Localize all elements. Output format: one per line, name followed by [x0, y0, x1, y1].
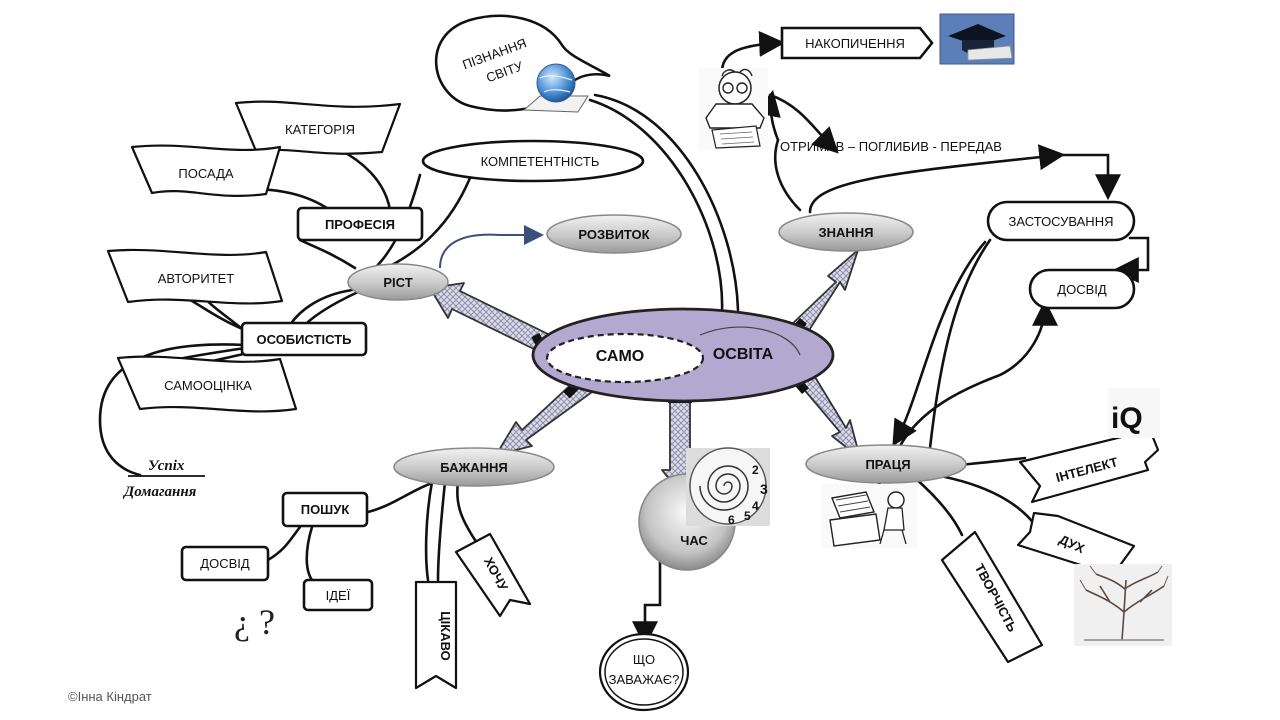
node-rozvytok[interactable]: РОЗВИТОК [546, 214, 682, 254]
svg-text:5: 5 [744, 509, 751, 523]
flag-avtorytet[interactable]: АВТОРИТЕТ [106, 248, 284, 305]
box-zastosuvannia-label: ЗАСТОСУВАННЯ [1009, 214, 1114, 229]
shcho-zavazhaie[interactable]: ЩО ЗАВАЖАЄ? [598, 632, 690, 712]
svg-text:3: 3 [760, 481, 768, 497]
arrow-to-rist [429, 282, 549, 353]
node-bazhannia-label: БАЖАННЯ [440, 460, 508, 475]
node-rozvytok-label: РОЗВИТОК [578, 227, 649, 242]
node-znannia[interactable]: ЗНАННЯ [778, 212, 914, 252]
svg-text:2: 2 [752, 463, 759, 477]
domahannia-label: Домагання [122, 484, 197, 500]
box-dosvid-right[interactable]: ДОСВІД [1028, 268, 1136, 310]
workers-machine-icon [822, 484, 918, 548]
shcho-line2: ЗАВАЖАЄ? [609, 672, 680, 687]
flag-posada[interactable]: ПОСАДА [130, 144, 282, 198]
box-nakopychennia-label: НАКОПИЧЕННЯ [805, 36, 905, 51]
box-osobystist[interactable]: ОСОБИСТІСТЬ [240, 321, 368, 357]
box-idei[interactable]: ІДЕЇ [302, 578, 374, 612]
globe-book-icon [522, 63, 589, 113]
node-znannia-label: ЗНАННЯ [818, 225, 873, 240]
box-poshuk-label: ПОШУК [301, 502, 350, 517]
flag-tvorchist[interactable]: ТВОРЧІСТЬ [940, 530, 1044, 664]
flag-intelekt[interactable]: ІНТЕЛЕКТ [1018, 428, 1160, 504]
flag-katehoriia[interactable]: КАТЕГОРІЯ [234, 100, 402, 155]
question-marks: ¿ ? [234, 602, 275, 642]
samo-label: САМО [596, 348, 644, 365]
graduation-cap-icon [939, 13, 1015, 65]
otrymav-label: ОТРИМАВ – ПОГЛИБИВ - ПЕРЕДАВ [780, 139, 1002, 154]
shcho-line1: ЩО [633, 652, 655, 667]
flag-khochu[interactable]: ХОЧУ [454, 532, 532, 618]
box-profesiia-label: ПРОФЕСІЯ [325, 217, 395, 232]
uspikh-label: Успіх [148, 458, 185, 474]
node-pratsia-label: ПРАЦЯ [865, 457, 910, 472]
node-rist-label: РІСТ [383, 275, 412, 290]
connector-lines [98, 30, 1150, 648]
arrow-to-pratsiia [795, 371, 861, 459]
node-pratsia[interactable]: ПРАЦЯ [805, 444, 967, 484]
spiral-clock-icon: 3 5 4 6 2 [686, 447, 770, 527]
node-rist[interactable]: РІСТ [347, 263, 449, 301]
flag-samootsinka[interactable]: САМООЦІНКА [116, 355, 298, 413]
box-dosvid-right-label: ДОСВІД [1057, 282, 1107, 297]
bare-tree-icon [1074, 564, 1172, 646]
iq-icon: iQ [1108, 388, 1160, 438]
flag-posada-label: ПОСАДА [178, 166, 233, 181]
box-zastosuvannia[interactable]: ЗАСТОСУВАННЯ [986, 200, 1136, 242]
thinking-man-icon [698, 68, 768, 150]
box-idei-label: ІДЕЇ [326, 588, 351, 603]
copyright: ©Інна Кіндрат [68, 689, 152, 704]
box-kompetentnist[interactable]: КОМПЕТЕНТНІСТЬ [421, 139, 645, 183]
svg-text:4: 4 [752, 499, 759, 513]
iq-label: iQ [1111, 402, 1143, 435]
uspikh-domahannia: Успіх Домагання [122, 458, 205, 500]
box-poshuk[interactable]: ПОШУК [281, 491, 369, 528]
flag-tsikavo[interactable]: ЦІКАВО [414, 580, 458, 690]
samo-ellipse [545, 332, 705, 384]
center-samo-osvita: САМО ОСВІТА [531, 307, 835, 403]
box-profesiia[interactable]: ПРОФЕСІЯ [296, 206, 424, 242]
box-dosvid-left-label: ДОСВІД [200, 556, 250, 571]
arrow-to-znannia [789, 249, 859, 339]
osvita-label: ОСВІТА [713, 346, 774, 363]
node-bazhannia[interactable]: БАЖАННЯ [393, 447, 555, 487]
svg-text:6: 6 [728, 513, 735, 527]
box-dosvid-left[interactable]: ДОСВІД [180, 545, 270, 582]
flag-katehoriia-label: КАТЕГОРІЯ [285, 122, 355, 137]
flag-tsikavo-label: ЦІКАВО [438, 611, 453, 661]
flag-samootsinka-label: САМООЦІНКА [164, 378, 252, 393]
box-osobystist-label: ОСОБИСТІСТЬ [257, 332, 352, 347]
flag-avtorytet-label: АВТОРИТЕТ [158, 271, 235, 286]
box-kompetentnist-label: КОМПЕТЕНТНІСТЬ [481, 154, 600, 169]
node-chas-label: ЧАС [680, 533, 708, 548]
box-nakopychennia[interactable]: НАКОПИЧЕННЯ [780, 26, 934, 60]
